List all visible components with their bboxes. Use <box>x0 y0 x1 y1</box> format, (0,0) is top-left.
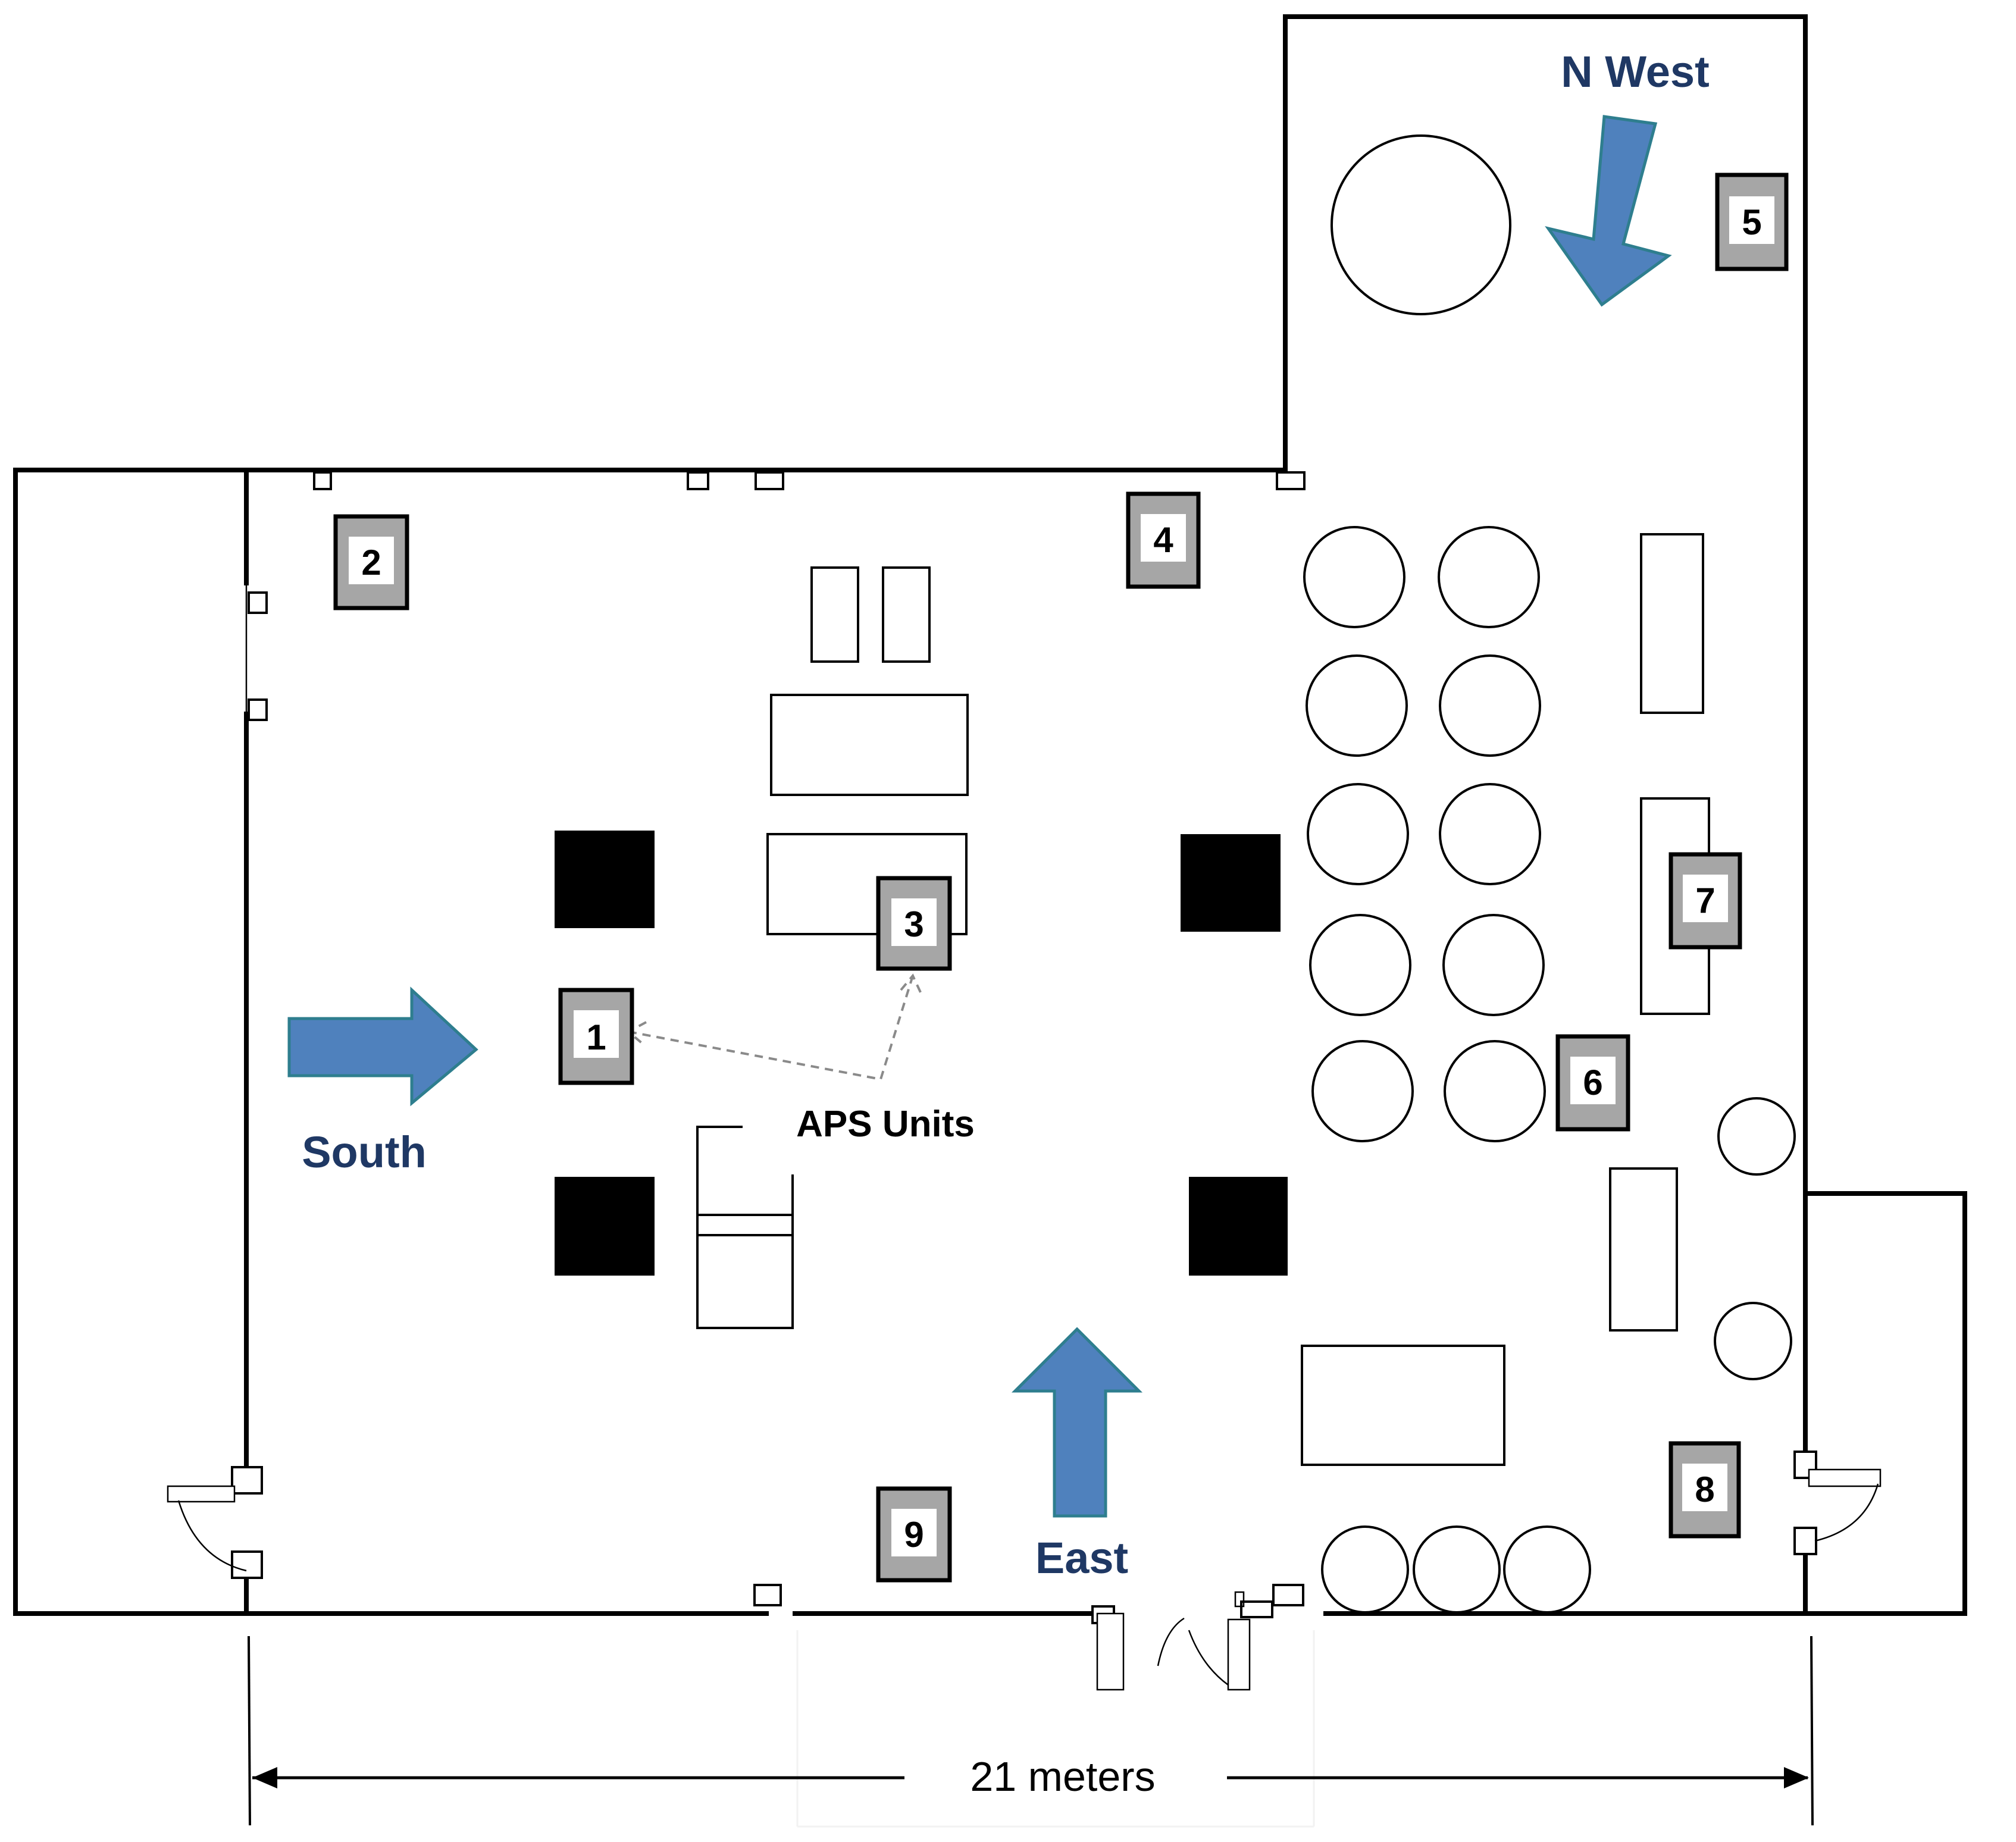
marker-1: 1 <box>558 988 634 1085</box>
faint-lines <box>796 1630 1315 1828</box>
label-aps-units: APS Units <box>796 1104 975 1145</box>
pillars <box>555 831 1288 1276</box>
marker-number: 3 <box>904 904 924 944</box>
arrow-east <box>1011 1327 1143 1518</box>
marker-4: 4 <box>1126 491 1201 589</box>
marker-number: 4 <box>1153 520 1173 560</box>
aps-units-rack <box>696 1126 794 1329</box>
marker-9: 9 <box>876 1486 952 1583</box>
marker-6: 6 <box>1555 1034 1630 1132</box>
aps-connector <box>626 973 922 1081</box>
dimension-line: 21 meters <box>248 1636 1814 1826</box>
label-east: East <box>1035 1533 1128 1583</box>
marker-8: 8 <box>1668 1441 1741 1539</box>
door-south-double <box>1091 1591 1273 1691</box>
door-east <box>1793 1451 1882 1555</box>
marker-3: 3 <box>876 876 952 971</box>
door-west <box>167 1466 263 1579</box>
label-south: South <box>302 1127 427 1177</box>
tanks <box>1303 134 1796 1614</box>
arrow-north-west <box>1545 115 1672 307</box>
pillar <box>555 831 655 928</box>
marker-number: 8 <box>1695 1470 1714 1509</box>
marker-5: 5 <box>1715 173 1789 271</box>
pillar <box>1189 1177 1288 1276</box>
marker-number: 7 <box>1695 881 1715 920</box>
pillar <box>1181 834 1281 932</box>
dimension-label: 21 meters <box>970 1753 1155 1800</box>
equipment-rectangles <box>766 533 1710 1466</box>
marker-number: 9 <box>904 1515 924 1555</box>
marker-number: 1 <box>586 1017 606 1057</box>
wall-fixtures <box>248 471 1306 1606</box>
east-arrow-icon <box>1011 1327 1143 1518</box>
marker-7: 7 <box>1668 852 1742 950</box>
marker-number: 6 <box>1583 1063 1602 1102</box>
arrow-south <box>287 986 478 1107</box>
south-arrow-icon <box>287 986 478 1107</box>
sensor-markers: 1 2 3 4 5 6 7 <box>333 173 1789 1583</box>
pillar <box>555 1177 655 1276</box>
marker-2: 2 <box>333 514 409 610</box>
north-west-arrow-icon <box>1545 115 1672 307</box>
marker-number: 5 <box>1742 202 1761 242</box>
label-north-west: N West <box>1561 47 1709 96</box>
marker-number: 2 <box>361 543 381 582</box>
